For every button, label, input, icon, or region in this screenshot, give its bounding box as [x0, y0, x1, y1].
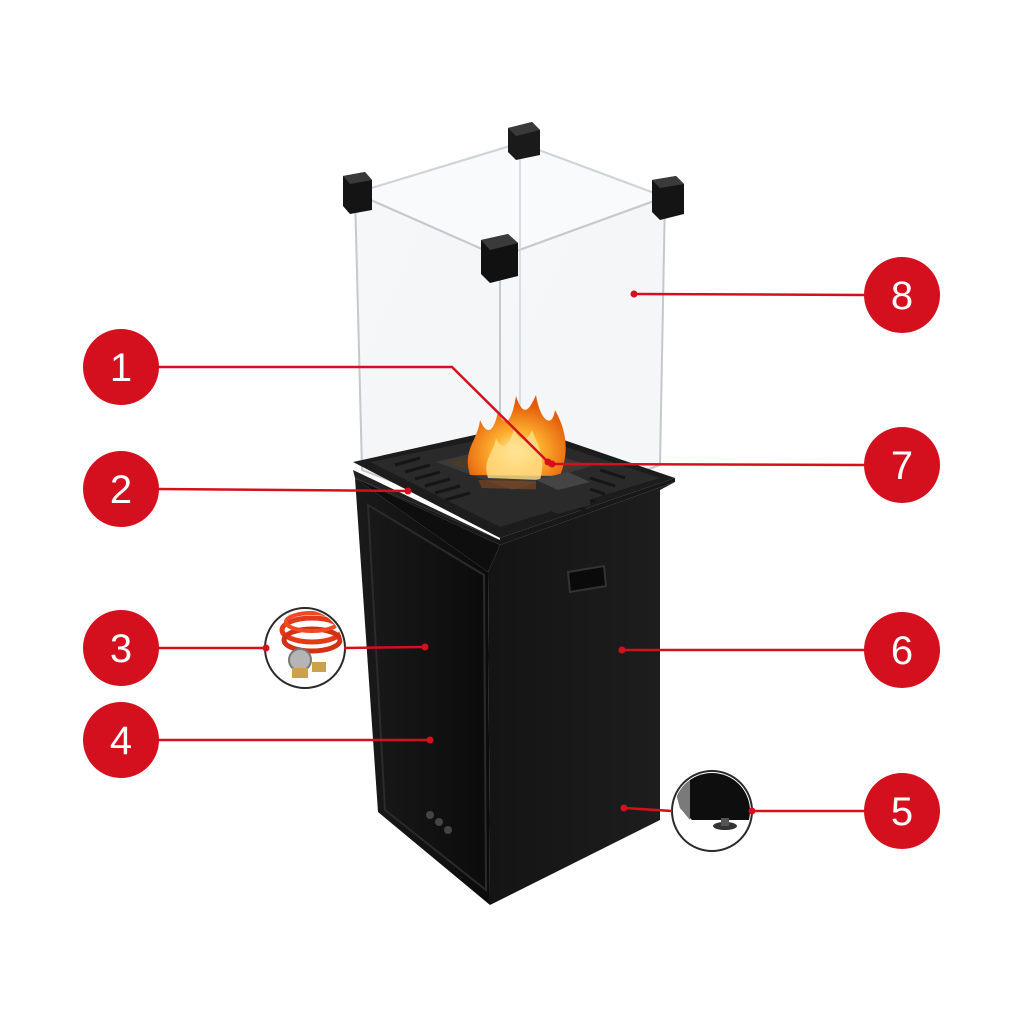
inset-gas-hose: [264, 607, 346, 689]
leader-dot: [630, 290, 638, 298]
callout-circle: [864, 612, 940, 688]
housing-body: [353, 470, 675, 905]
callout-badge: 3: [83, 610, 159, 686]
leader-line: [343, 645, 426, 650]
corner-bracket-back: [508, 122, 540, 160]
callout-badge: 8: [864, 257, 940, 333]
callout-number: 7: [891, 444, 913, 488]
callout-circle: [864, 427, 940, 503]
callout-circle: [83, 329, 159, 405]
callout-badge: 6: [864, 612, 940, 688]
leader-dot: [548, 460, 556, 468]
callout-badge: 4: [83, 702, 159, 778]
leader-dot: [262, 644, 270, 652]
callout-badge: 1: [83, 329, 159, 405]
corner-bracket-right: [652, 176, 684, 220]
leader-lines: [157, 290, 866, 815]
leader-dot: [620, 804, 628, 812]
leader-line: [623, 806, 673, 813]
corner-bracket-front: [481, 234, 518, 283]
corner-bracket-left: [343, 172, 372, 214]
callout-number: 2: [110, 468, 132, 512]
leader-dot: [426, 736, 434, 744]
callout-number: 3: [110, 627, 132, 671]
leader-line: [633, 292, 866, 297]
callout-circle: [83, 610, 159, 686]
callout-number: 5: [891, 790, 913, 834]
callout-badge: 5: [864, 773, 940, 849]
callout-badge: 7: [864, 427, 940, 503]
leader-dot: [421, 643, 429, 651]
leader-line: [551, 462, 866, 467]
leader-dot: [404, 487, 412, 495]
leader-dot: [748, 807, 756, 815]
callout-badge: 2: [83, 451, 159, 527]
callout-number: 8: [891, 274, 913, 318]
callout-circle: [83, 451, 159, 527]
callout-number: 4: [110, 719, 132, 763]
callout-circle: [83, 702, 159, 778]
callout-number: 1: [110, 346, 132, 390]
callout-circle: [864, 257, 940, 333]
leader-line: [157, 487, 409, 493]
callout-number: 6: [891, 629, 913, 673]
inset-foot: [671, 770, 753, 852]
leader-line: [158, 365, 549, 463]
leader-dot: [618, 646, 626, 654]
callout-circle: [864, 773, 940, 849]
callout-badges: 1 2 3 4 5 6 7 8: [83, 257, 940, 849]
control-knob: [536, 472, 590, 514]
